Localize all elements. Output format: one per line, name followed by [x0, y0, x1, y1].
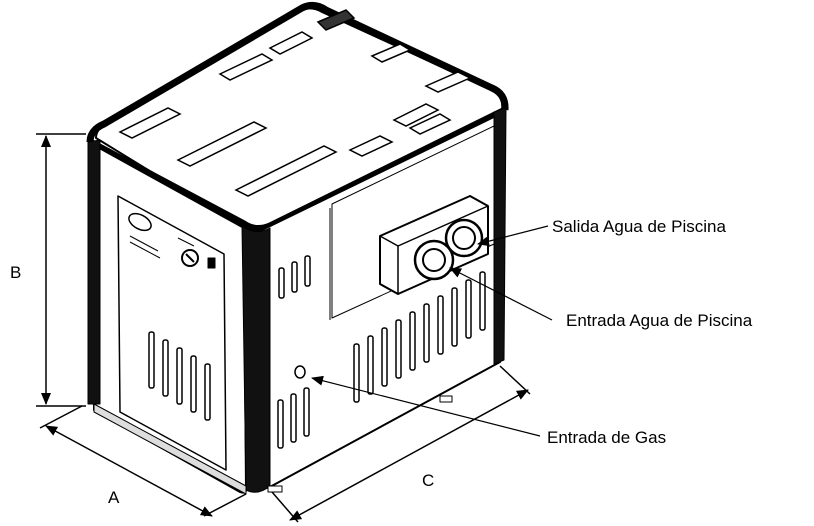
switch — [207, 257, 216, 269]
corner-post-right — [493, 107, 507, 365]
gas-label: Entrada de Gas — [547, 428, 666, 447]
top-vents — [118, 9, 472, 197]
outlet-flange — [444, 218, 484, 258]
callout-inlet-leader — [449, 267, 553, 321]
dimension-c — [271, 365, 531, 523]
dimension-a-label: A — [108, 488, 120, 507]
front-door — [117, 195, 227, 471]
front-louvers — [148, 331, 211, 421]
gas-port — [294, 365, 306, 379]
inlet-label: Entrada Agua de Piscina — [566, 311, 753, 330]
corner-post-front — [241, 225, 271, 493]
inlet-flange — [413, 239, 455, 281]
logo-badge — [128, 212, 152, 232]
dimension-b-label: B — [10, 263, 21, 282]
dimension-b — [36, 133, 86, 407]
callout-outlet-leader — [477, 225, 549, 247]
dimension-c-label: C — [422, 471, 434, 490]
callout-gas-leader — [311, 375, 541, 437]
corner-post-left — [87, 139, 101, 405]
top-rim — [86, 1, 509, 143]
dimension-a — [39, 405, 247, 517]
outlet-label: Salida Agua de Piscina — [552, 217, 726, 236]
